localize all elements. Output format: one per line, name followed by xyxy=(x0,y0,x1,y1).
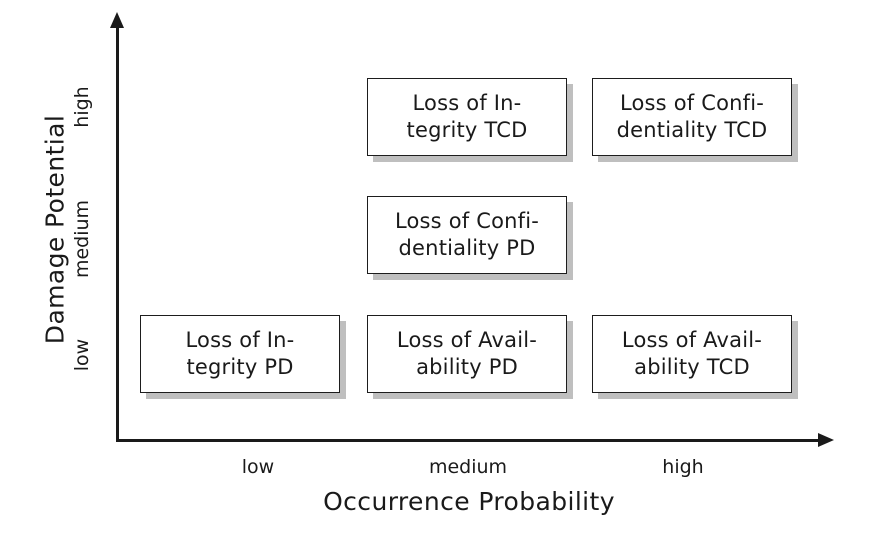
risk-cell-availability-pd[interactable]: Loss of Avail- ability PD xyxy=(367,315,567,393)
risk-cell-line-1: Loss of Confi- xyxy=(619,91,765,116)
x-axis-title: Occurrence Probability xyxy=(323,487,615,516)
y-axis-tick-medium: medium xyxy=(71,199,93,279)
risk-cell-line-2: dentiality TCD xyxy=(616,118,768,142)
risk-cell-line-1: Loss of Avail- xyxy=(396,328,538,353)
y-axis-arrow-icon xyxy=(110,12,124,28)
y-axis-title: Damage Potential xyxy=(40,114,70,345)
risk-cell-availability-tcd[interactable]: Loss of Avail- ability TCD xyxy=(592,315,792,393)
risk-cell-line-1: Loss of In- xyxy=(412,91,522,116)
x-axis-arrow-icon xyxy=(818,433,834,447)
y-axis-tick-high: high xyxy=(71,86,93,128)
y-axis-line xyxy=(116,24,119,442)
risk-cell-line-1: Loss of In- xyxy=(185,328,295,353)
x-axis-tick-low: low xyxy=(241,456,275,478)
risk-cell-confidentiality-pd[interactable]: Loss of Confi- dentiality PD xyxy=(367,196,567,274)
x-axis-tick-medium: medium xyxy=(428,456,508,478)
risk-cell-line-1: Loss of Confi- xyxy=(394,209,540,234)
x-axis-tick-high: high xyxy=(662,456,704,478)
risk-cell-line-1: Loss of Avail- xyxy=(621,328,763,353)
risk-cell-line-2: ability PD xyxy=(416,355,518,379)
y-axis-tick-low: low xyxy=(71,338,93,372)
risk-cell-line-2: dentiality PD xyxy=(398,236,536,260)
risk-cell-line-2: tegrity TCD xyxy=(406,118,528,142)
risk-cell-confidentiality-tcd[interactable]: Loss of Confi- dentiality TCD xyxy=(592,78,792,156)
risk-cell-line-2: ability TCD xyxy=(634,355,750,379)
x-axis-line xyxy=(116,439,822,442)
risk-cell-line-2: tegrity PD xyxy=(186,355,294,379)
risk-cell-integrity-pd[interactable]: Loss of In- tegrity PD xyxy=(140,315,340,393)
risk-cell-integrity-tcd[interactable]: Loss of In- tegrity TCD xyxy=(367,78,567,156)
